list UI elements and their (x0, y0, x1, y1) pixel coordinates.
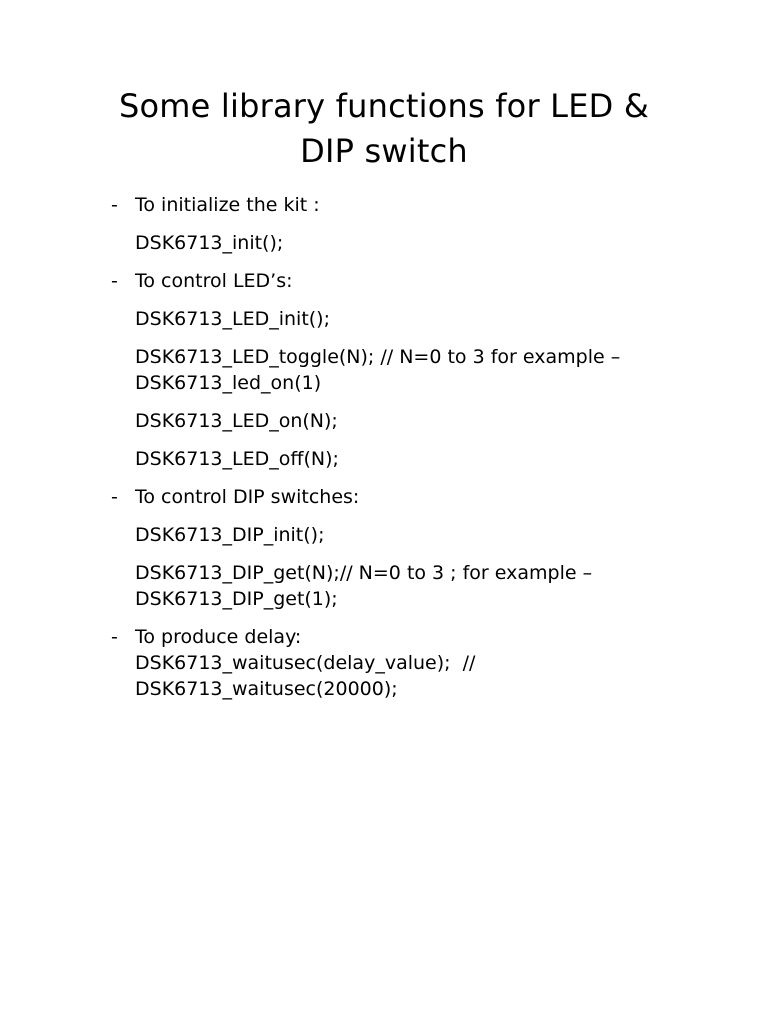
bullet-dash: - (111, 486, 118, 508)
code-line: DSK6713_init(); (135, 232, 284, 254)
code-line: DSK6713_waitusec(delay_value); // (135, 652, 476, 674)
list-item: DSK6713_LED_init(); (111, 306, 728, 332)
bullet-line: To control LED’s: (135, 270, 293, 292)
code-lines: DSK6713_LED_init(); (135, 306, 728, 332)
list-item: DSK6713_LED_toggle(N); // N=0 to 3 for e… (111, 344, 728, 396)
list-item: DSK6713_DIP_init(); (111, 522, 728, 548)
bullet-dash: - (111, 194, 118, 216)
bullet-lines: To control DIP switches: (135, 484, 728, 510)
code-lines: DSK6713_DIP_init(); (135, 522, 728, 548)
code-line: DSK6713_led_on(1) (135, 372, 322, 394)
slide-title: Some library functions for LED & DIP swi… (30, 84, 738, 174)
list-item: DSK6713_LED_off(N); (111, 446, 728, 472)
code-line: DSK6713_DIP_get(1); (135, 588, 338, 610)
code-line: DSK6713_LED_init(); (135, 308, 331, 330)
list-item: - To initialize the kit : (111, 192, 728, 218)
bullet-lines: To produce delay: DSK6713_waitusec(delay… (135, 624, 728, 702)
code-line: DSK6713_waitusec(20000); (135, 678, 398, 700)
code-line: DSK6713_LED_toggle(N); // N=0 to 3 for e… (135, 346, 621, 368)
bullet-list: - To initialize the kit : DSK6713_init()… (111, 192, 728, 702)
list-item: DSK6713_init(); (111, 230, 728, 256)
code-line: DSK6713_LED_on(N); (135, 410, 338, 432)
list-item: - To produce delay: DSK6713_waitusec(del… (111, 624, 728, 702)
title-line-1: Some library functions for LED & (119, 87, 649, 125)
list-item: - To control LED’s: (111, 268, 728, 294)
code-lines: DSK6713_LED_on(N); (135, 408, 728, 434)
code-line: DSK6713_DIP_init(); (135, 524, 325, 546)
bullet-line: To produce delay: (135, 626, 302, 648)
code-lines: DSK6713_DIP_get(N);// N=0 to 3 ; for exa… (135, 560, 728, 612)
bullet-lines: To initialize the kit : (135, 192, 728, 218)
bullet-line: To initialize the kit : (135, 194, 320, 216)
list-item: DSK6713_LED_on(N); (111, 408, 728, 434)
code-line: DSK6713_DIP_get(N);// N=0 to 3 ; for exa… (135, 562, 593, 584)
list-item: - To control DIP switches: (111, 484, 728, 510)
code-lines: DSK6713_LED_toggle(N); // N=0 to 3 for e… (135, 344, 728, 396)
code-line: DSK6713_LED_off(N); (135, 448, 339, 470)
bullet-dash: - (111, 270, 118, 292)
title-line-2: DIP switch (300, 132, 468, 170)
code-lines: DSK6713_LED_off(N); (135, 446, 728, 472)
bullet-lines: To control LED’s: (135, 268, 728, 294)
bullet-line: To control DIP switches: (135, 486, 360, 508)
list-item: DSK6713_DIP_get(N);// N=0 to 3 ; for exa… (111, 560, 728, 612)
code-lines: DSK6713_init(); (135, 230, 728, 256)
bullet-dash: - (111, 626, 118, 648)
